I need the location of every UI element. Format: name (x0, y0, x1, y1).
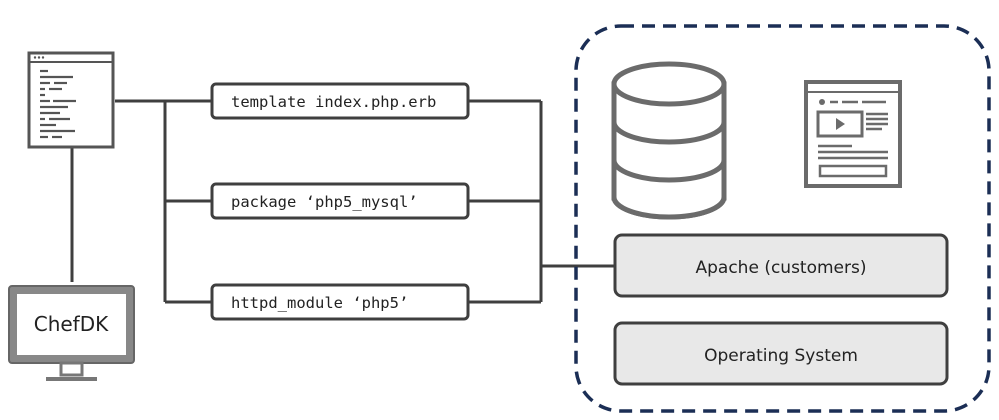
operating-system-layer: Operating System (613, 321, 949, 386)
workstation: ChefDK (8, 285, 135, 381)
webpage-icon (804, 80, 902, 188)
connectors (70, 99, 615, 304)
resource-code: package ‘php5_mysql’ (231, 193, 418, 211)
layer-label: Apache (customers) (696, 258, 867, 278)
layer-label: Operating System (704, 346, 858, 366)
resource-code: httpd_module ‘php5’ (231, 294, 408, 312)
resource-httpd-module: httpd_module ‘php5’ (210, 283, 470, 321)
resource-code: template index.php.erb (231, 93, 436, 111)
database-icon (611, 61, 727, 220)
workstation-label: ChefDK (34, 312, 109, 336)
code-document-icon (27, 51, 115, 149)
monitor-icon (8, 285, 135, 381)
apache-layer: Apache (customers) (613, 233, 949, 298)
resource-package: package ‘php5_mysql’ (210, 182, 470, 220)
resource-template: template index.php.erb (210, 82, 470, 120)
